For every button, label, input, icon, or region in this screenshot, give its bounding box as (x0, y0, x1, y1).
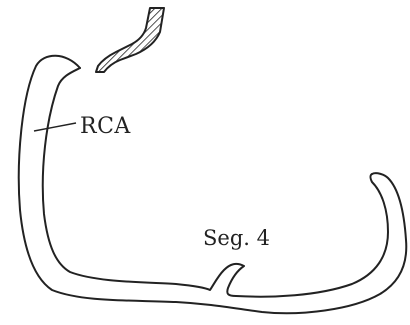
catheter-tip (96, 8, 164, 72)
segment-4-label: Seg. 4 (203, 226, 270, 250)
rca-label: RCA (80, 114, 131, 139)
rca-leader-line (34, 123, 76, 131)
rca-vessel-inner-wall (43, 68, 388, 297)
